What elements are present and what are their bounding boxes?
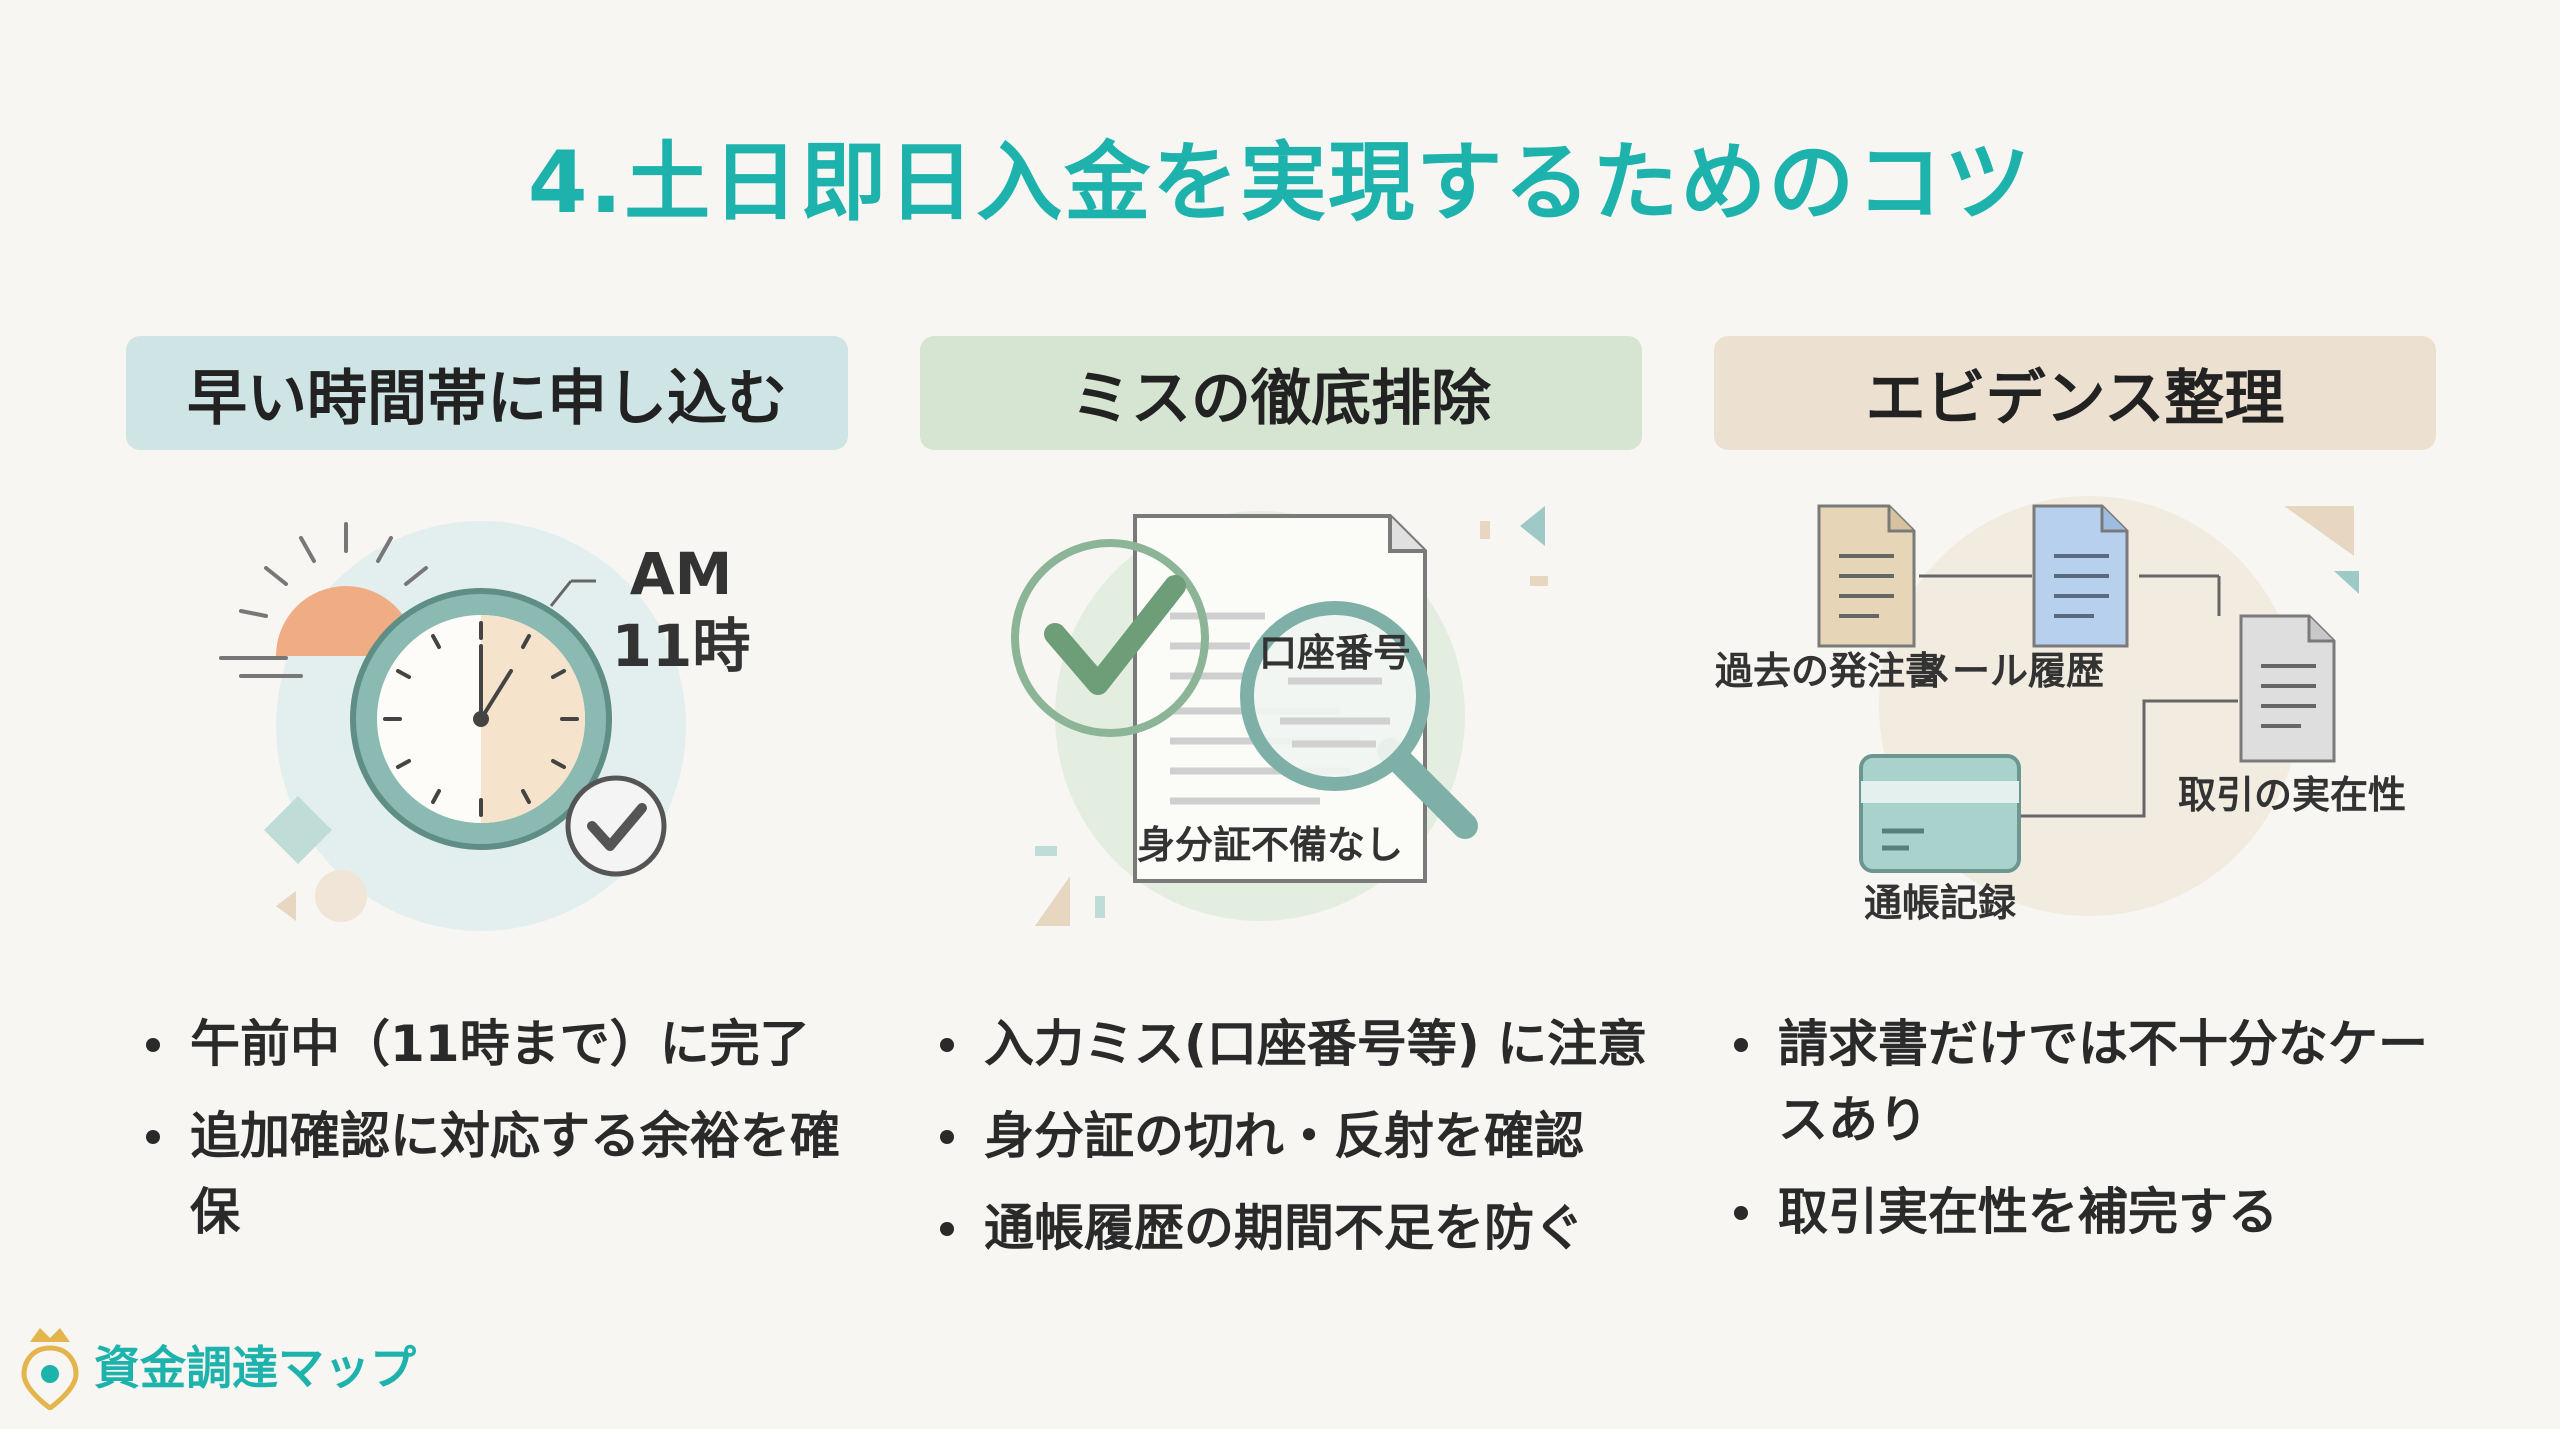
bullet-list: 請求書だけでは不十分なケースあり 取引実在性を補完する	[1728, 1006, 2448, 1266]
transaction-document-icon	[2239, 614, 2336, 763]
check-icon	[1011, 539, 1209, 737]
evidence-illustration: 過去の発注書 メール履歴 取引の実在性 通帳記録	[1715, 496, 2406, 925]
check-badge-icon	[565, 775, 667, 877]
column-header: ミスの徹底排除	[920, 336, 1642, 450]
bullet-item: 午前中（11時まで）に完了	[140, 1006, 860, 1082]
evidence-label: 過去の発注書	[1715, 649, 1943, 693]
clock-illustration: AM 11時	[219, 521, 751, 931]
clock-icon	[350, 588, 612, 850]
bullet-item: 追加確認に対応する余裕を確保	[140, 1098, 860, 1250]
email-document-icon	[2032, 504, 2129, 648]
passbook-icon	[1859, 754, 2021, 873]
order-document-icon	[1817, 504, 1916, 648]
magnifier-label: 口座番号	[1259, 631, 1411, 675]
bullet-item: 身分証の切れ・反射を確認	[934, 1098, 1654, 1174]
bullet-item: 取引実在性を補完する	[1728, 1174, 2448, 1250]
clock-label-time: 11時	[612, 612, 751, 680]
magnifier-icon: 口座番号	[1240, 601, 1478, 839]
column-header: 早い時間帯に申し込む	[126, 336, 848, 450]
bullet-list: 午前中（11時まで）に完了 追加確認に対応する余裕を確保	[140, 1006, 860, 1266]
page-title: 4.土日即日入金を実現するためのコツ	[527, 133, 2033, 233]
bullet-item: 入力ミス(口座番号等) に注意	[934, 1006, 1654, 1082]
bullet-item: 請求書だけでは不十分なケースあり	[1728, 1006, 2448, 1158]
document-check-illustration: 身分証不備なし 口座番号	[1011, 506, 1548, 926]
column-evidence: エビデンス整理	[1714, 336, 2436, 1241]
bullet-item: 通帳履歴の期間不足を防ぐ	[934, 1190, 1654, 1266]
evidence-label: メール履歴	[1914, 649, 2104, 693]
brand-logo: 資金調達マップ	[20, 1320, 416, 1410]
clock-label-am: AM	[630, 540, 733, 608]
column-error-elimination: ミスの徹底排除 身分証不備なし	[920, 336, 1647, 1257]
crown-pin-icon	[21, 1328, 79, 1410]
bullet-list: 入力ミス(口座番号等) に注意 身分証の切れ・反射を確認 通帳履歴の期間不足を防…	[934, 1006, 1654, 1282]
brand-name: 資金調達マップ	[94, 1341, 416, 1395]
evidence-label: 通帳記録	[1864, 881, 2017, 925]
column-early-application: 早い時間帯に申し込む	[126, 336, 848, 1241]
evidence-label: 取引の実在性	[2178, 773, 2406, 817]
column-header: エビデンス整理	[1714, 336, 2436, 450]
document-label: 身分証不備なし	[1137, 823, 1403, 867]
